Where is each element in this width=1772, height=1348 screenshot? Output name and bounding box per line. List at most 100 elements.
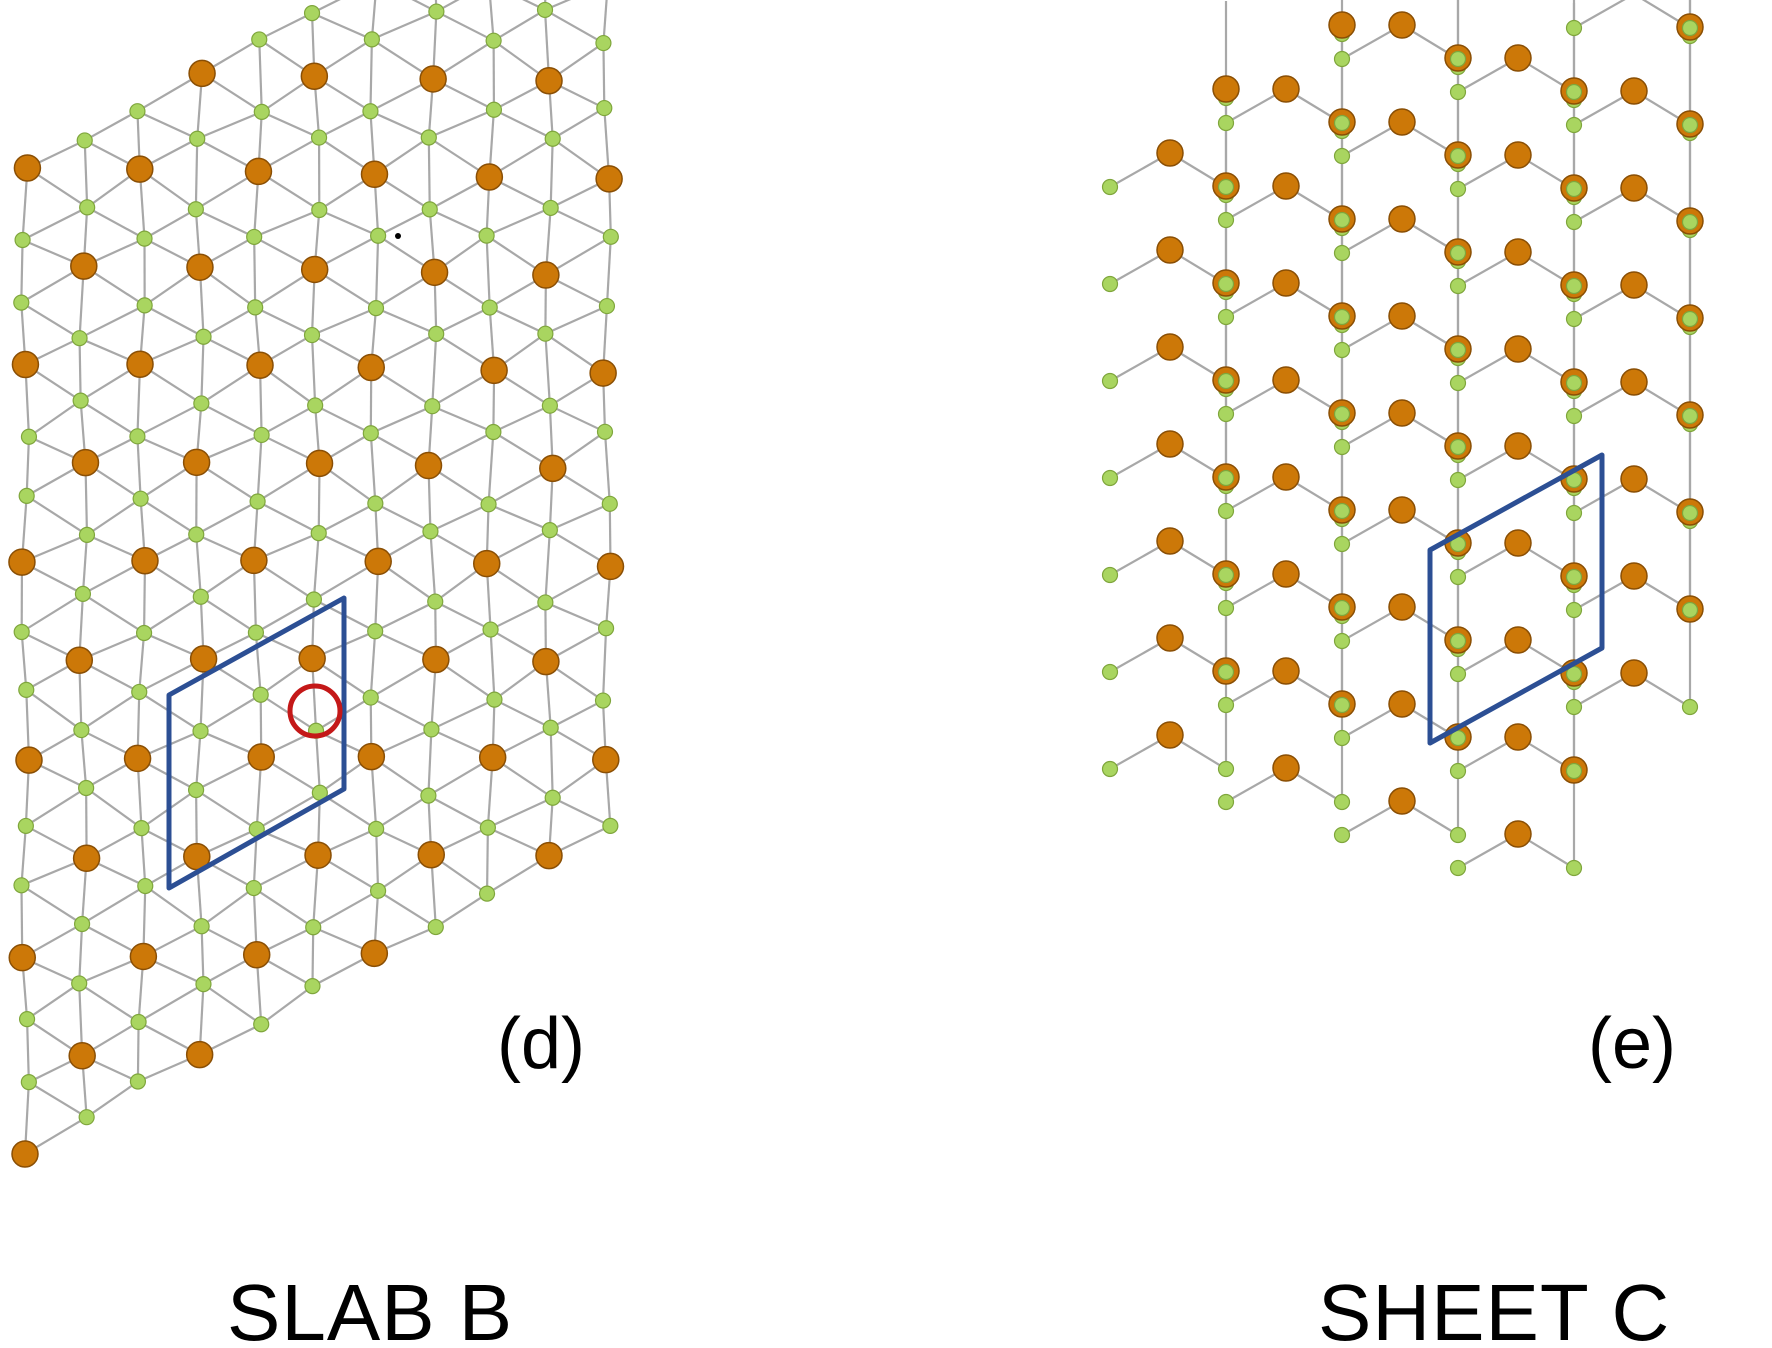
light-atom <box>541 397 558 414</box>
slab-b-atoms <box>8 1 625 1168</box>
light-atom <box>78 779 95 797</box>
bond <box>310 335 317 406</box>
bond <box>601 628 608 701</box>
bond <box>374 600 436 633</box>
light-atom <box>541 522 558 539</box>
light-atom <box>73 721 90 739</box>
light-atom <box>595 34 612 52</box>
sheet-c-panel: (e) SHEET C <box>1101 0 1704 1348</box>
light-atom <box>1565 213 1583 231</box>
light-atom <box>193 918 210 935</box>
bond <box>253 208 320 238</box>
light-atom <box>537 325 554 342</box>
light-atom <box>481 299 498 316</box>
bond <box>261 404 316 436</box>
bond <box>435 0 460 13</box>
heavy-atom <box>478 743 507 772</box>
bond <box>485 827 489 894</box>
light-atom <box>1101 178 1119 196</box>
light-atom <box>129 428 146 445</box>
light-atom <box>1449 729 1467 747</box>
bond <box>256 434 263 502</box>
light-atom <box>1565 568 1583 586</box>
heavy-atom <box>1156 236 1184 264</box>
bond <box>20 240 24 303</box>
light-atom <box>1333 211 1351 229</box>
bond <box>253 887 314 929</box>
light-atom <box>363 31 380 48</box>
heavy-atom <box>1504 432 1532 460</box>
bond <box>195 730 202 791</box>
light-atom <box>368 820 385 838</box>
heavy-atom <box>595 165 623 193</box>
light-atom <box>369 882 387 899</box>
bond <box>550 206 612 238</box>
light-atom <box>136 230 153 247</box>
light-atom <box>1101 663 1119 681</box>
bond <box>375 307 437 335</box>
light-atom <box>1217 566 1235 584</box>
bond <box>544 8 604 45</box>
bond <box>544 0 572 11</box>
slab-b-panel: (d) SLAB B <box>8 0 625 1348</box>
heavy-atom <box>15 746 43 774</box>
bond <box>84 110 138 142</box>
bond <box>552 107 605 140</box>
heavy-atom <box>242 941 271 969</box>
heavy-atom <box>8 943 36 972</box>
light-atom <box>131 683 148 701</box>
light-atom <box>192 588 209 605</box>
bond <box>522 0 546 11</box>
heavy-atom <box>1272 754 1300 782</box>
light-atom <box>544 130 561 147</box>
bond <box>196 110 263 140</box>
light-atom <box>311 201 328 219</box>
heavy-atom <box>129 942 158 971</box>
light-atom <box>1565 310 1583 328</box>
light-atom <box>1333 405 1351 423</box>
heavy-atom <box>182 448 211 477</box>
bond <box>140 828 147 887</box>
light-atom <box>1681 698 1699 716</box>
heavy-atom <box>1272 269 1300 297</box>
bond <box>429 503 490 533</box>
light-atom <box>485 423 502 441</box>
bond <box>253 236 257 308</box>
heavy-atom <box>539 454 567 483</box>
bond <box>143 208 197 240</box>
bond <box>550 699 604 729</box>
light-atom <box>1449 762 1467 780</box>
light-atom <box>17 817 34 835</box>
heavy-atom <box>1272 560 1300 588</box>
light-atom <box>1565 116 1583 134</box>
light-atom <box>1449 471 1467 489</box>
bond <box>492 404 551 433</box>
bond <box>78 982 140 1023</box>
light-atom <box>193 395 210 412</box>
heavy-atom <box>1504 44 1532 72</box>
heavy-atom <box>1272 172 1300 200</box>
highlighted-atom-ring <box>287 683 343 739</box>
bond <box>603 431 611 504</box>
light-atom <box>479 819 496 836</box>
heavy-atom <box>65 646 94 675</box>
bond <box>377 208 431 237</box>
heavy-atom <box>1388 108 1416 136</box>
bond <box>431 405 494 434</box>
heavy-atom <box>1272 75 1300 103</box>
heavy-atom <box>189 645 218 673</box>
heavy-atom <box>1504 335 1532 363</box>
light-atom <box>420 129 437 146</box>
heavy-atom <box>1156 333 1184 361</box>
light-atom <box>1565 277 1583 295</box>
light-atom <box>1333 438 1351 456</box>
bond <box>487 431 495 505</box>
heavy-atom <box>1388 302 1416 330</box>
bond <box>202 983 262 1026</box>
heavy-atom <box>1620 271 1648 299</box>
heavy-atom <box>300 62 329 91</box>
bond <box>549 502 611 532</box>
bond <box>22 206 88 242</box>
light-atom <box>137 877 154 895</box>
bond <box>144 304 205 338</box>
